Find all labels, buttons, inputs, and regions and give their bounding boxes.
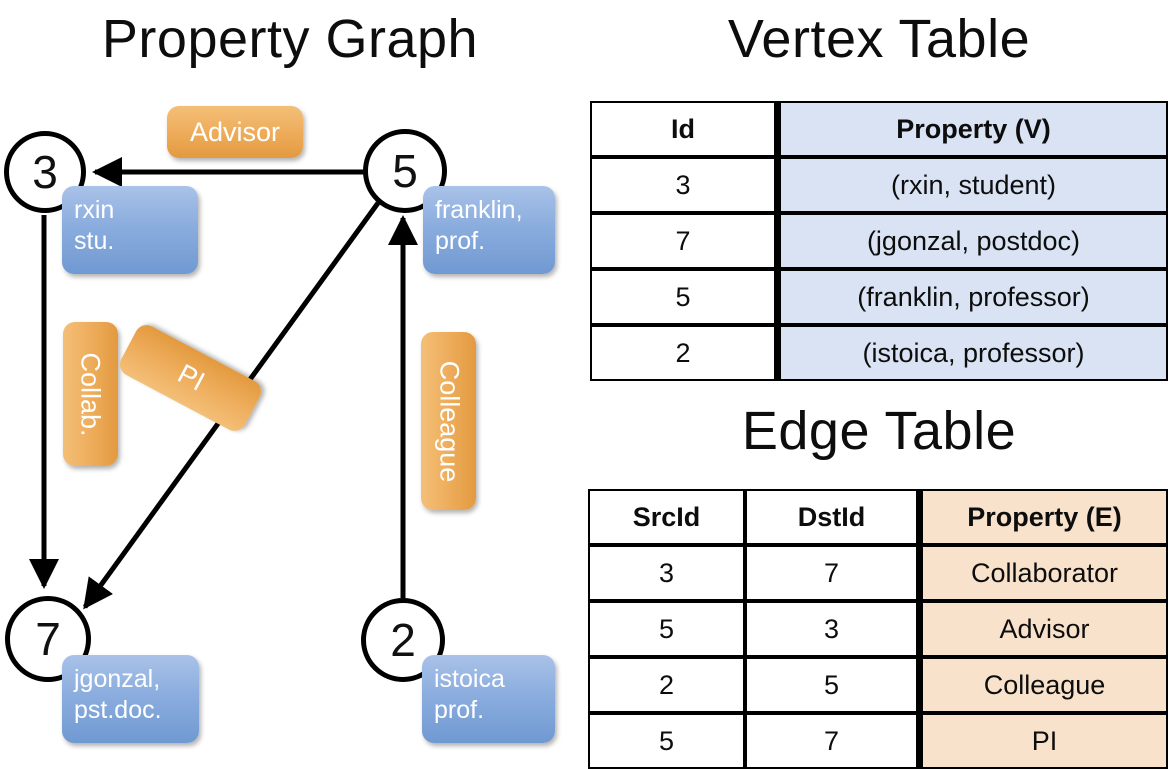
edge-label-text: Advisor [189,116,281,147]
edge-header-srcid: SrcId [588,489,745,545]
edge-label-text: PI [172,358,210,397]
graph-node-2[interactable]: 2 [361,598,445,682]
node-property-box-2[interactable]: istoica prof. [422,655,555,743]
table-row[interactable]: 5 3 Advisor [588,601,1168,657]
property-graph-diagram: 3 5 7 2 rxin stu. franklin, prof. jgonza… [0,0,580,760]
vertex-cell-id: 3 [590,157,776,213]
property-line-2: prof. [434,696,485,725]
vertex-cell-property: (istoica, professor) [776,325,1168,381]
vertex-cell-property: (jgonzal, postdoc) [776,213,1168,269]
table-row[interactable]: 2 5 Colleague [588,657,1168,713]
node-label: 7 [35,613,61,665]
edge-cell-srcid: 3 [588,545,745,601]
edge-cell-property: PI [918,713,1168,769]
table-header-row: SrcId DstId Property (E) [588,489,1168,545]
edge-label-text: Collab. [76,351,107,437]
property-graph-title: Property Graph [101,9,479,69]
edge-cell-srcid: 5 [588,601,745,657]
vertex-cell-property: (franklin, professor) [776,269,1168,325]
vertex-table: Id Property (V) 3 (rxin, student) 7 (jgo… [590,101,1168,381]
property-line-1: istoica [434,665,505,693]
edge-cell-srcid: 2 [588,657,745,713]
property-line-2: stu. [74,227,115,256]
edge-cell-property: Colleague [918,657,1168,713]
edge-label-text: Colleague [434,360,464,482]
property-line-1: jgonzal, [74,665,161,693]
graph-node-5[interactable]: 5 [363,129,447,213]
table-row[interactable]: 5 (franklin, professor) [590,269,1168,325]
edge-cell-dstid: 5 [745,657,918,713]
node-property-box-7[interactable]: jgonzal, pst.doc. [62,655,199,743]
edge-label-advisor[interactable]: Advisor [167,106,303,158]
edge-cell-dstid: 7 [745,713,918,769]
property-line-1: franklin, [435,196,523,224]
table-row[interactable]: 3 (rxin, student) [590,157,1168,213]
vertex-cell-id: 5 [590,269,776,325]
vertex-header-property: Property (V) [776,101,1168,157]
node-property-box-3[interactable]: rxin stu. [62,186,198,274]
node-label: 2 [390,614,416,666]
edge-cell-property: Collaborator [918,545,1168,601]
edge-cell-srcid: 5 [588,713,745,769]
vertex-header-id: Id [590,101,776,157]
edge-cell-dstid: 7 [745,545,918,601]
vertex-cell-id: 7 [590,213,776,269]
vertex-table-title: Vertex Table [727,9,1031,69]
node-property-box-5[interactable]: franklin, prof. [423,186,555,274]
edge-header-property: Property (E) [918,489,1168,545]
edge-cell-property: Advisor [918,601,1168,657]
table-row[interactable]: 3 7 Collaborator [588,545,1168,601]
table-row[interactable]: 5 7 PI [588,713,1168,769]
node-label: 5 [392,145,418,197]
table-row[interactable]: 2 (istoica, professor) [590,325,1168,381]
table-header-row: Id Property (V) [590,101,1168,157]
edge-table: SrcId DstId Property (E) 3 7 Collaborato… [588,489,1168,769]
property-line-2: prof. [435,227,486,256]
edge-label-colleague[interactable]: Colleague [421,332,476,510]
edge-label-collab[interactable]: Collab. [63,322,118,466]
node-label: 3 [32,146,58,198]
edge-header-dstid: DstId [745,489,918,545]
vertex-cell-id: 2 [590,325,776,381]
property-line-2: pst.doc. [74,696,162,725]
edge-table-title: Edge Table [741,401,1017,461]
table-row[interactable]: 7 (jgonzal, postdoc) [590,213,1168,269]
property-line-1: rxin [74,196,115,224]
vertex-cell-property: (rxin, student) [776,157,1168,213]
edge-cell-dstid: 3 [745,601,918,657]
